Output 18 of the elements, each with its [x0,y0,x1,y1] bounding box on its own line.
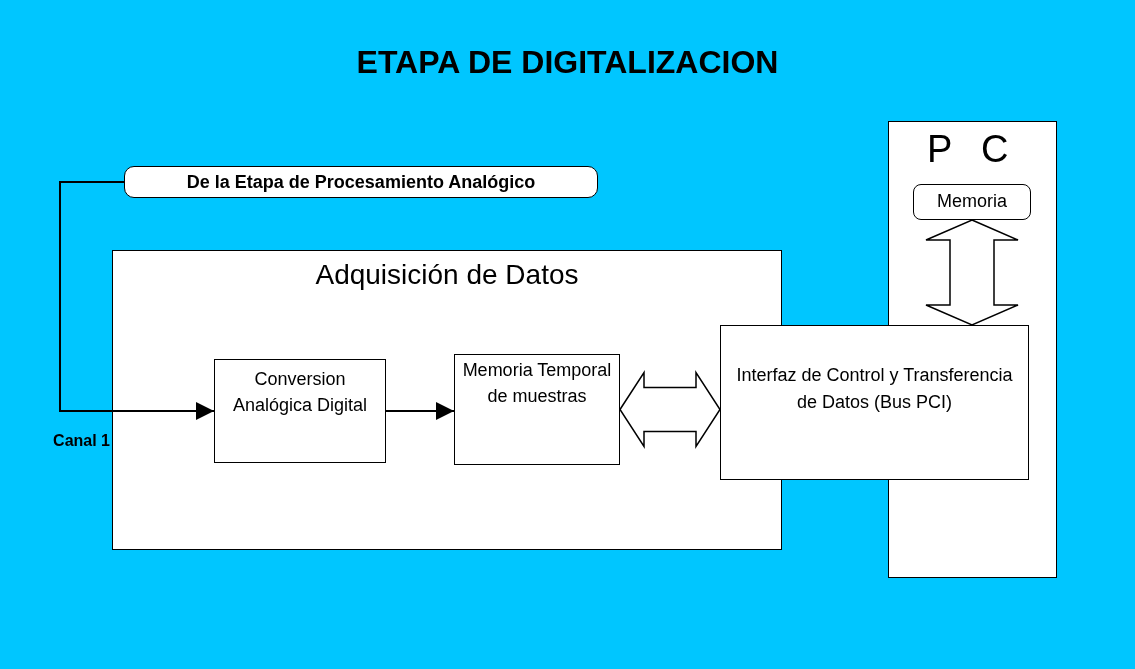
memory-box [913,184,1031,220]
source-label-box [124,166,598,198]
node-label: Memoria [936,191,1008,212]
process-box [214,359,386,463]
node-label: De la Etapa de Procesamiento Analógico [185,172,537,193]
arrow [59,181,215,420]
block-heading: Adquisición de Datos [314,259,580,292]
interface-box [720,325,1029,480]
channel-label: Canal 1 [52,432,110,450]
double-block-arrow [925,219,1019,326]
node-label: Conversion Analógica Digital [231,368,369,418]
diagram-title: ETAPA DE DIGITALIZACION [355,44,780,81]
node-label: Memoria Temporal de muestras [461,359,613,409]
block-heading: P C [925,128,1020,172]
node-label: Interfaz de Control y Transferencia de Datos (Bus PCI) [735,364,1014,414]
process-box [454,354,620,465]
double-block-arrow [619,369,721,450]
arrow [385,402,455,420]
